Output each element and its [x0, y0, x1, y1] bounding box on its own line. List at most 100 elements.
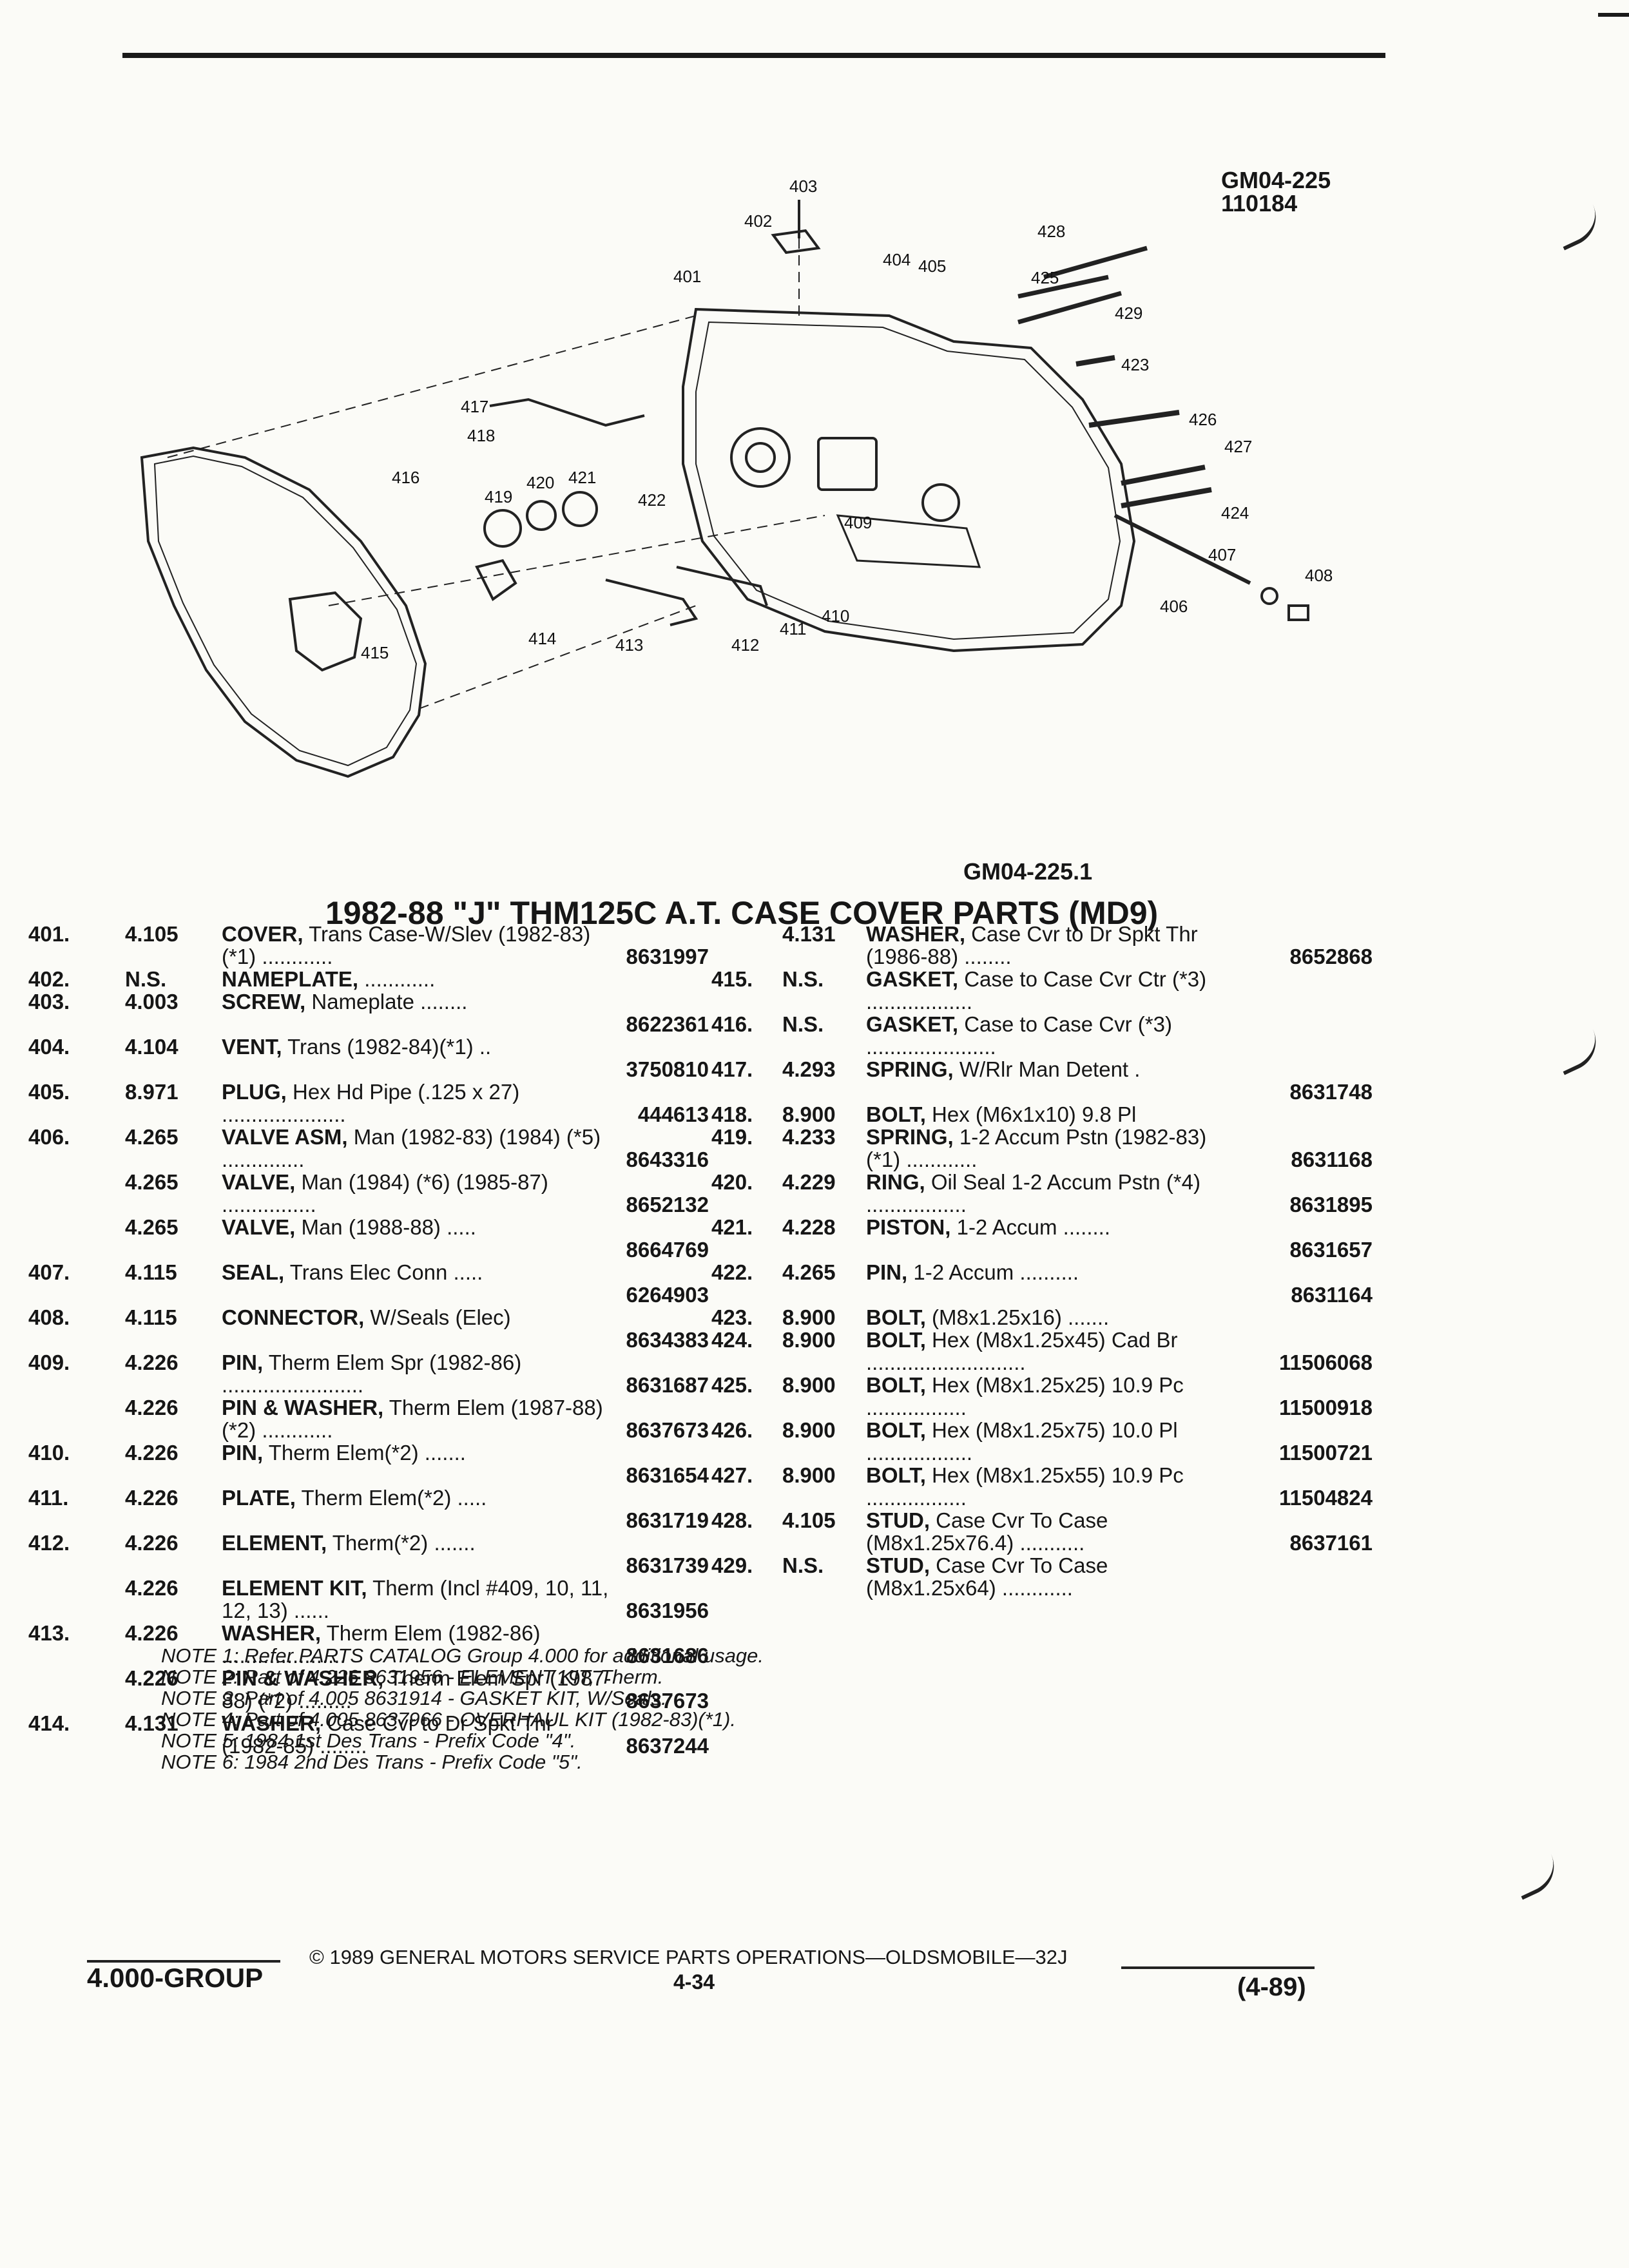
- part-name: PIN,: [222, 1441, 264, 1465]
- group-number: 4.105: [782, 1508, 836, 1532]
- part-description: ELEMENT KIT, Therm (Incl #409, 10, 11, 1…: [222, 1577, 612, 1622]
- part-number: 8634383: [626, 1328, 709, 1352]
- part-name: BOLT,: [866, 1463, 926, 1487]
- part-number: 8631654: [626, 1463, 709, 1487]
- notes-block: NOTE 1: Refer PARTS CATALOG Group 4.000 …: [161, 1645, 764, 1773]
- group-number: 4.003: [125, 990, 178, 1014]
- part-name: PIN & WASHER,: [222, 1396, 384, 1419]
- part-description: PIN, 1-2 Accum ..........: [866, 1261, 1244, 1283]
- part-description: GASKET, Case to Case Cvr (*3) ..........…: [866, 1013, 1244, 1058]
- part-number: 8637673: [626, 1689, 709, 1713]
- part-detail: Therm Elem (1987-88) (*2) ............: [222, 1396, 603, 1442]
- group-number: N.S.: [782, 1553, 824, 1577]
- part-name: BOLT,: [866, 1418, 926, 1442]
- group-number: 4.115: [125, 1305, 177, 1329]
- part-description: PISTON, 1-2 Accum ........: [866, 1216, 1244, 1238]
- group-number: 8.900: [782, 1418, 836, 1442]
- part-detail: ............: [358, 967, 436, 991]
- part-name: NAMEPLATE,: [222, 967, 359, 991]
- group-number: 8.900: [782, 1373, 836, 1397]
- ref-number: 423.: [711, 1305, 753, 1329]
- callout-429: 429: [1115, 303, 1142, 323]
- part-number: 8643316: [626, 1148, 709, 1171]
- illustration-codes: GM04-225 110184: [1221, 169, 1331, 215]
- ref-number: 414.: [28, 1711, 70, 1735]
- callout-415: 415: [361, 643, 389, 662]
- ref-number: 403.: [28, 990, 70, 1014]
- part-number: [1244, 968, 1373, 990]
- ref-number: 411.: [28, 1486, 69, 1510]
- ref-number: 429.: [711, 1553, 753, 1577]
- parts-row: 429.N.S.STUD, Case Cvr To Case (M8x1.25x…: [709, 1554, 1373, 1599]
- group-number: 4.131: [125, 1711, 178, 1735]
- part-name: COVER,: [222, 922, 304, 946]
- note-line: NOTE 3: Part of 4.005 8631914 - GASKET K…: [161, 1687, 667, 1709]
- group-number: 4.233: [782, 1125, 836, 1149]
- group-number: 4.226: [125, 1621, 178, 1645]
- part-detail: W/Seals (Elec): [364, 1305, 511, 1329]
- parts-row: 416.N.S.GASKET, Case to Case Cvr (*3) ..…: [709, 1013, 1373, 1058]
- group-number: N.S.: [782, 967, 824, 991]
- part-name: CONNECTOR,: [222, 1305, 365, 1329]
- callout-414: 414: [528, 629, 556, 648]
- part-name: RING,: [866, 1170, 925, 1194]
- part-name: ELEMENT KIT,: [222, 1576, 367, 1600]
- part-detail: Oil Seal 1-2 Accum Pstn (*4) ...........…: [866, 1170, 1200, 1216]
- part-description: PIN, Therm Elem(*2) .......: [222, 1441, 612, 1464]
- ref-number: 417.: [711, 1057, 753, 1081]
- part-description: SCREW, Nameplate ........: [222, 990, 612, 1013]
- part-detail: Hex Hd Pipe (.125 x 27) ................…: [222, 1080, 520, 1126]
- part-name: PIN & WASHER,: [222, 1666, 384, 1690]
- part-number: 8631748: [1289, 1080, 1373, 1104]
- part-detail: Nameplate ........: [305, 990, 468, 1014]
- part-description: SPRING, 1-2 Accum Pstn (1982-83) (*1) ..…: [866, 1126, 1244, 1171]
- ref-number: 415.: [711, 967, 753, 991]
- note-line: NOTE 1: Refer PARTS CATALOG Group 4.000 …: [161, 1644, 764, 1667]
- case-cover-401: [682, 307, 1136, 653]
- part-detail: Case Cvr to Dr Spkt Thr (1982-85) ......…: [222, 1711, 554, 1758]
- part-detail: Case to Case Cvr (*3) ..................…: [866, 1012, 1172, 1059]
- part-detail: Trans Elec Conn .....: [284, 1260, 483, 1284]
- part-detail: Hex (M6x1x10) 9.8 Pl: [925, 1102, 1137, 1126]
- part-description: WASHER, Case Cvr to Dr Spkt Thr (1986-88…: [866, 923, 1244, 968]
- part-detail: Hex (M8x1.25x55) 10.9 Pc ...............…: [866, 1463, 1184, 1510]
- part-number: 8631657: [1289, 1238, 1373, 1262]
- part-number: 8631164: [1291, 1283, 1373, 1307]
- group-number: N.S.: [782, 1012, 824, 1036]
- part-description: PIN, Therm Elem Spr (1982-86) ..........…: [222, 1351, 612, 1396]
- group-number: 4.226: [125, 1576, 178, 1600]
- ref-number: 428.: [711, 1508, 753, 1532]
- part-description: SEAL, Trans Elec Conn .....: [222, 1261, 612, 1283]
- group-number: 4.226: [125, 1350, 178, 1374]
- part-number: 3750810: [626, 1057, 709, 1081]
- ref-number: 422.: [711, 1260, 753, 1284]
- parts-row: 4.226 ELEMENT KIT, Therm (Incl #409, 10, …: [26, 1577, 709, 1622]
- part-detail: Case Cvr To Case (M8x1.25x64) ..........…: [866, 1553, 1108, 1600]
- part-number: 8631168: [1291, 1148, 1373, 1171]
- part-detail: Man (1984) (*6) (1985-87) ..............…: [222, 1170, 548, 1216]
- part-description: VENT, Trans (1982-84)(*1) ..: [222, 1035, 612, 1058]
- part-name: PIN,: [222, 1350, 264, 1374]
- margin-mark: [1510, 1854, 1564, 1900]
- part-number: 6264903: [626, 1283, 709, 1307]
- ref-number: 406.: [28, 1125, 70, 1149]
- part-description: WASHER, Therm Elem (1982-86) ...........…: [222, 1622, 612, 1667]
- ref-number: 407.: [28, 1260, 70, 1284]
- part-number: [1244, 1103, 1373, 1126]
- callout-413: 413: [615, 635, 643, 655]
- footer-date: (4-89): [1237, 1973, 1306, 2001]
- exploded-diagram: 403 402 401 404 405 428 425 429 423 426 …: [140, 177, 1333, 778]
- part-name: BOLT,: [866, 1328, 926, 1352]
